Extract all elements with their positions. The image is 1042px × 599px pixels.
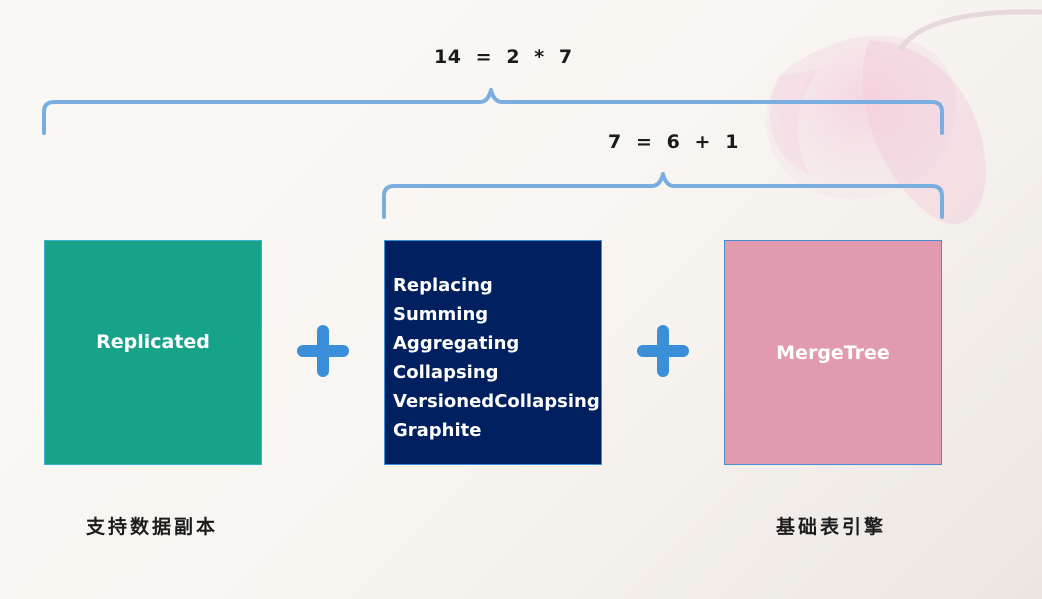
engine-variant-item: VersionedCollapsing [393,391,600,412]
caption-replication-support: 支持数据副本 [86,516,219,538]
plus-icon [637,325,689,377]
equation-inner: 7 = 6 + 1 [608,131,739,153]
replicated-label: Replicated [96,330,210,353]
engine-variant-item: Replacing [393,275,493,296]
brace-inner [382,172,944,219]
mergetree-label: MergeTree [776,341,890,364]
engine-variant-item: Aggregating [393,333,520,354]
caption-base-engine: 基础表引擎 [776,516,887,538]
engine-variant-item: Graphite [393,420,482,441]
mergetree-box: MergeTree [724,240,942,465]
engine-variant-item: Collapsing [393,362,499,383]
replicated-box: Replicated [44,240,262,465]
flower-petals [766,35,986,224]
flower-stem [897,9,1042,52]
equation-total: 14 = 2 * 7 [434,46,573,68]
brace-top [42,88,944,135]
engine-variant-list: Replacing Summing Aggregating Collapsing… [393,271,601,445]
engine-variants-box: Replacing Summing Aggregating Collapsing… [384,240,602,465]
engine-variant-item: Summing [393,304,489,325]
plus-icon [297,325,349,377]
